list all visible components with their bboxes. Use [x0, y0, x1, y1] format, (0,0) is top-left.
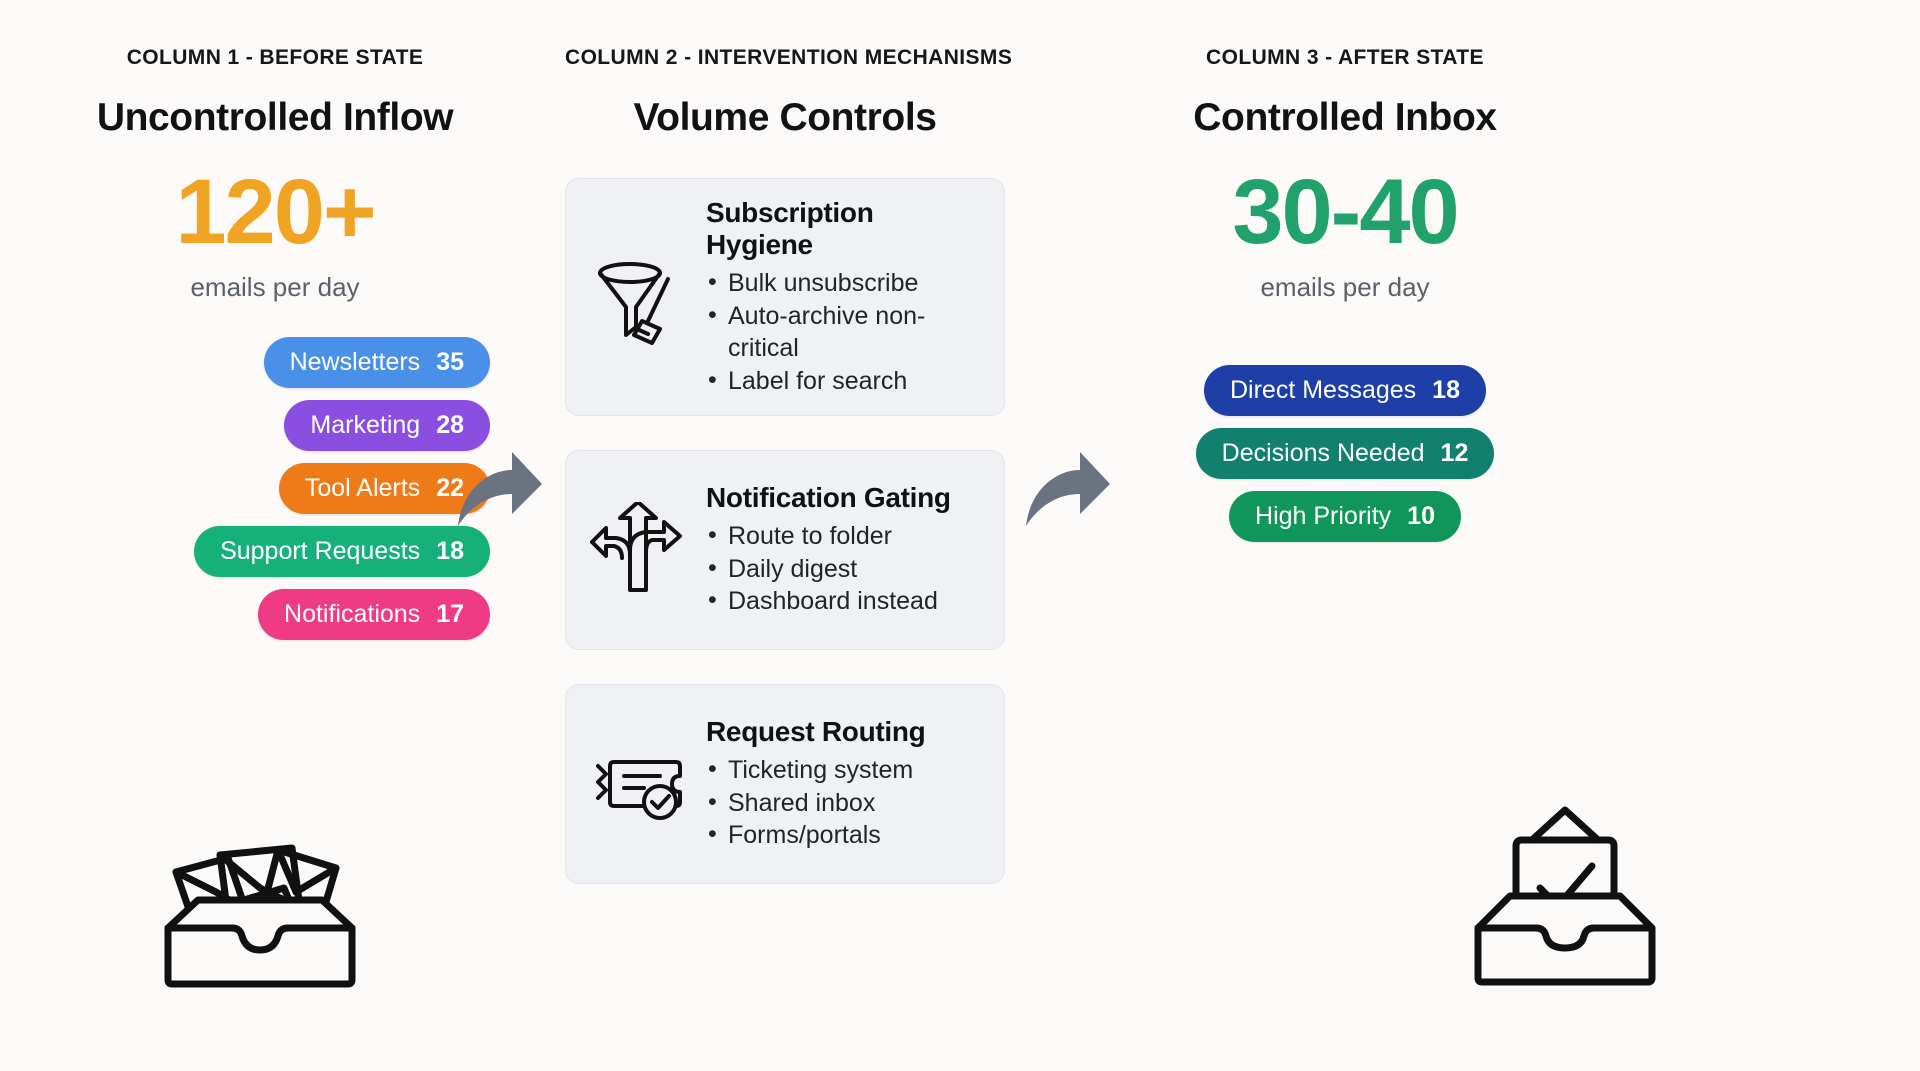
list-item: Route to folder: [706, 519, 984, 553]
pill-value: 28: [436, 411, 464, 439]
column-3-label: COLUMN 3 - AFTER STATE: [1206, 46, 1484, 69]
list-item[interactable]: Notifications 17: [258, 589, 490, 640]
card-bullet-list: Route to folder Daily digest Dashboard i…: [706, 519, 984, 618]
list-item[interactable]: Support Requests 18: [194, 526, 490, 577]
list-item[interactable]: Direct Messages 18: [1204, 365, 1486, 416]
list-item: Label for search: [706, 364, 984, 398]
list-item: Shared inbox: [706, 786, 984, 820]
column-after-state: COLUMN 3 - AFTER STATE Controlled Inbox …: [1125, 0, 1565, 1071]
list-item: Daily digest: [706, 552, 984, 586]
card-notification-gating[interactable]: Notification Gating Route to folder Dail…: [565, 450, 1005, 650]
overflowing-inbox-icon: [160, 800, 360, 995]
after-stat-caption: emails per day: [1260, 272, 1430, 302]
card-title: Notification Gating: [706, 482, 951, 514]
column-1-label: COLUMN 1 - BEFORE STATE: [126, 46, 424, 69]
list-item[interactable]: Newsletters 35: [263, 337, 490, 388]
before-category-pill-list: Newsletters 35 Marketing 28 Tool Alerts …: [60, 337, 490, 652]
after-category-pill-list: Direct Messages 18 Decisions Needed 12 H…: [1125, 365, 1565, 554]
pill-label: Support Requests: [220, 537, 421, 565]
list-item[interactable]: High Priority 10: [1229, 491, 1461, 542]
pill-value: 10: [1407, 502, 1435, 530]
pill-label: Notifications: [284, 600, 421, 628]
list-item[interactable]: Decisions Needed 12: [1195, 428, 1495, 479]
card-bullet-list: Bulk unsubscribe Auto-archive non-critic…: [706, 266, 984, 398]
pill-value: 22: [436, 474, 464, 502]
after-stat-value: 30-40: [1232, 161, 1459, 263]
pill-label: Tool Alerts: [304, 474, 421, 502]
pill-label: High Priority: [1255, 502, 1392, 530]
pill-label: Marketing: [310, 411, 421, 439]
pill-label: Decisions Needed: [1221, 439, 1425, 467]
intervention-card-list: Subscription Hygiene Bulk unsubscribe Au…: [565, 178, 1005, 884]
card-title: Request Routing: [706, 716, 926, 748]
list-item: Forms/portals: [706, 818, 984, 852]
column-3-title: Controlled Inbox: [1193, 96, 1497, 139]
flow-arrow-before-to-controls: [452, 442, 548, 538]
before-stat-caption: emails per day: [190, 272, 360, 302]
pill-label: Newsletters: [289, 348, 421, 376]
list-item: Bulk unsubscribe: [706, 266, 984, 300]
column-intervention-mechanisms: COLUMN 2 - INTERVENTION MECHANISMS Volum…: [565, 0, 1013, 1071]
list-item: Dashboard instead: [706, 584, 984, 618]
list-item[interactable]: Marketing 28: [284, 400, 490, 451]
list-item: Auto-archive non-critical: [706, 299, 984, 365]
column-before-state: COLUMN 1 - BEFORE STATE Uncontrolled Inf…: [60, 0, 490, 1071]
list-item: Ticketing system: [706, 753, 984, 787]
pill-value: 18: [436, 537, 464, 565]
column-2-title: Volume Controls: [633, 96, 937, 139]
tidy-inbox-check-icon: [1470, 800, 1660, 995]
pill-value: 18: [1432, 376, 1460, 404]
pill-value: 17: [436, 600, 464, 628]
pill-label: Direct Messages: [1230, 376, 1417, 404]
list-item[interactable]: Tool Alerts 22: [278, 463, 490, 514]
pill-value: 12: [1440, 439, 1469, 467]
card-bullet-list: Ticketing system Shared inbox Forms/port…: [706, 753, 984, 852]
flow-arrow-controls-to-after: [1020, 442, 1116, 538]
card-request-routing[interactable]: Request Routing Ticketing system Shared …: [565, 684, 1005, 884]
before-stat-value: 120+: [175, 161, 376, 263]
funnel-broom-icon: [586, 249, 690, 345]
card-body: Notification Gating Route to folder Dail…: [706, 482, 984, 618]
column-2-label: COLUMN 2 - INTERVENTION MECHANISMS: [565, 46, 1013, 69]
pill-value: 35: [436, 348, 464, 376]
three-way-arrows-icon: [586, 502, 690, 598]
card-subscription-hygiene[interactable]: Subscription Hygiene Bulk unsubscribe Au…: [565, 178, 1005, 416]
column-1-title: Uncontrolled Inflow: [96, 96, 454, 139]
ticket-check-icon: [586, 736, 690, 832]
card-title: Subscription Hygiene: [706, 197, 874, 260]
card-body: Subscription Hygiene Bulk unsubscribe Au…: [706, 197, 984, 397]
card-body: Request Routing Ticketing system Shared …: [706, 716, 984, 852]
